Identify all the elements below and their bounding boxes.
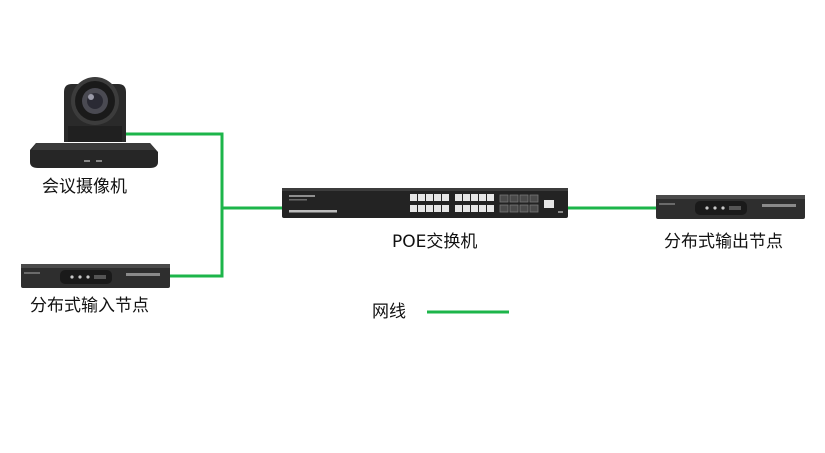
- ptz-camera-icon: [30, 77, 158, 168]
- cable-links: [124, 132, 656, 278]
- link-input-node-to-junction: [170, 208, 224, 278]
- camera-label: 会议摄像机: [42, 177, 127, 197]
- legend-label: 网线: [372, 302, 406, 322]
- link-camera-to-junction: [124, 132, 224, 208]
- output-node-label: 分布式输出节点: [664, 232, 783, 252]
- decoder-box-icon: [656, 195, 805, 219]
- input-node-label: 分布式输入节点: [30, 296, 149, 316]
- switch-label: POE交换机: [392, 232, 478, 252]
- encoder-box-icon: [21, 264, 170, 288]
- poe-switch-icon: [282, 188, 568, 218]
